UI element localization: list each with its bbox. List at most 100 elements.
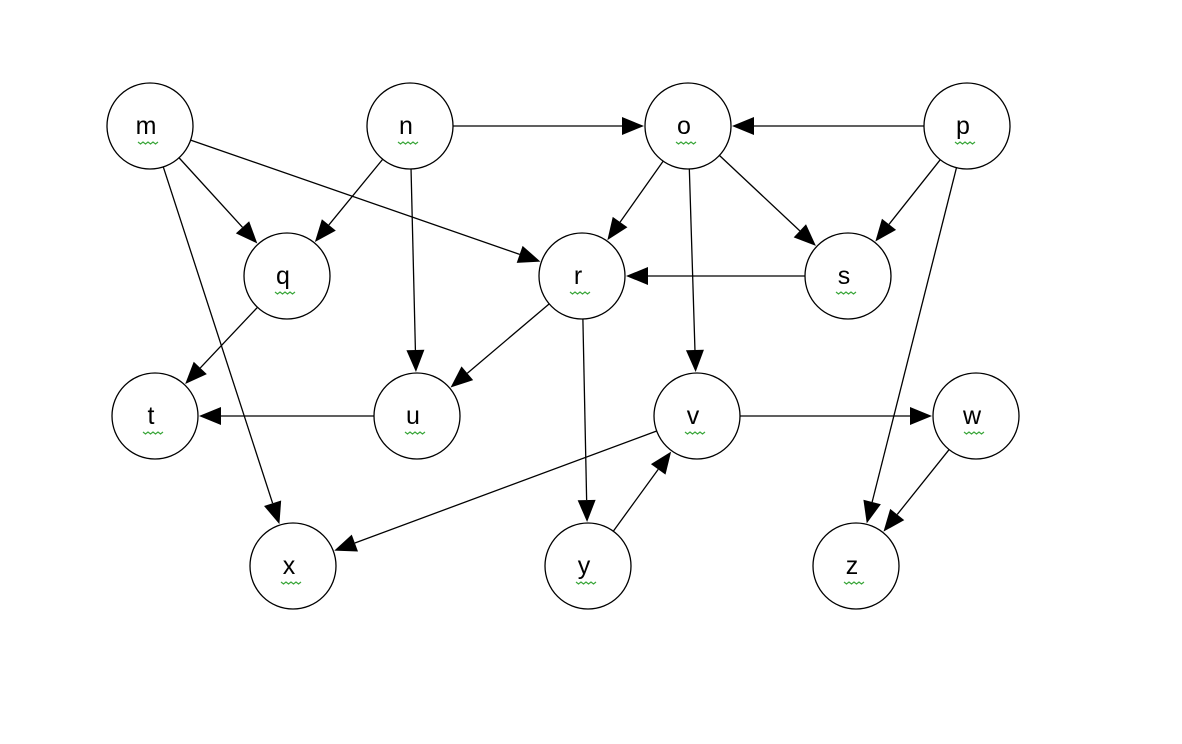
node-w: w — [932, 372, 1020, 460]
node-circle — [249, 522, 337, 610]
edge-line — [612, 469, 659, 532]
edge-o-r — [607, 160, 664, 241]
spellcheck-underline — [954, 141, 976, 145]
edge-s-r — [626, 267, 805, 285]
spellcheck-underline — [280, 581, 302, 585]
arrow-head — [622, 117, 644, 135]
node-m: m — [106, 82, 194, 170]
spellcheck-underline — [675, 141, 697, 145]
node-circle — [373, 372, 461, 460]
spellcheck-underline — [843, 581, 865, 585]
edge-w-z — [883, 449, 950, 532]
node-label: p — [956, 112, 970, 140]
node-circle — [644, 82, 732, 170]
edge-o-v — [685, 168, 704, 373]
node-p: p — [923, 82, 1011, 170]
node-circle — [923, 82, 1011, 170]
spellcheck-underline — [404, 431, 426, 435]
spellcheck-underline — [963, 431, 985, 435]
spellcheck-underline — [397, 141, 419, 145]
edge-n-o — [453, 117, 644, 135]
node-q: q — [243, 232, 331, 320]
edge-m-r — [190, 139, 541, 263]
node-u: u — [373, 372, 461, 460]
arrow-head — [516, 245, 541, 263]
edge-p-z — [863, 167, 958, 524]
arrow-head — [863, 499, 881, 524]
arrow-head — [235, 221, 258, 244]
edge-p-s — [875, 159, 941, 242]
edge-y-v — [612, 451, 672, 532]
arrow-head — [650, 451, 672, 475]
node-label: z — [846, 552, 859, 580]
node-label: v — [687, 402, 700, 430]
node-circle — [111, 372, 199, 460]
node-circle — [544, 522, 632, 610]
spellcheck-underline — [137, 141, 159, 145]
edge-layer — [162, 117, 958, 552]
edge-line — [199, 306, 258, 369]
node-label: y — [578, 552, 591, 580]
spellcheck-underline — [274, 291, 296, 295]
arrow-head — [910, 407, 932, 425]
arrow-head — [314, 219, 336, 242]
arrow-head — [264, 500, 282, 525]
node-label: s — [838, 262, 851, 290]
edge-line — [328, 158, 384, 226]
edge-m-x — [162, 166, 282, 525]
edge-line — [466, 303, 550, 374]
edge-q-t — [185, 306, 258, 384]
edge-o-s — [718, 154, 816, 246]
node-label: n — [399, 112, 413, 140]
node-o: o — [644, 82, 732, 170]
arrow-head — [875, 218, 897, 242]
edge-line — [871, 167, 958, 503]
edge-line — [354, 430, 657, 544]
node-label: w — [962, 402, 982, 430]
node-circle — [804, 232, 892, 320]
node-label: u — [406, 402, 420, 430]
node-label: t — [148, 402, 155, 430]
edge-r-y — [577, 318, 596, 523]
node-label: r — [574, 262, 582, 290]
edge-r-u — [450, 303, 550, 388]
edge-line — [718, 154, 801, 232]
edge-m-q — [178, 157, 258, 244]
edge-line — [162, 166, 274, 504]
node-v: v — [653, 372, 741, 460]
node-circle — [932, 372, 1020, 460]
spellcheck-underline — [835, 291, 857, 295]
edge-v-x — [334, 430, 657, 552]
arrow-head — [607, 216, 628, 241]
arrow-head — [406, 349, 425, 373]
arrow-head — [793, 224, 816, 246]
node-s: s — [804, 232, 892, 320]
arrow-head — [334, 534, 359, 552]
edge-n-u — [406, 168, 425, 373]
node-layer: m n o p q r s t u v w x y z — [106, 82, 1020, 610]
edge-line — [619, 160, 664, 223]
node-circle — [366, 82, 454, 170]
spellcheck-underline — [569, 291, 591, 295]
edge-line — [190, 139, 520, 255]
edge-line — [178, 157, 243, 228]
node-y: y — [544, 522, 632, 610]
node-circle — [653, 372, 741, 460]
spellcheck-underline — [142, 431, 164, 435]
spellcheck-underline — [684, 431, 706, 435]
spellcheck-underline — [575, 581, 597, 585]
arrow-head — [199, 407, 221, 425]
edge-n-q — [314, 158, 384, 242]
edge-line — [688, 168, 696, 351]
arrow-head — [883, 508, 905, 532]
node-label: o — [677, 112, 691, 140]
arrow-head — [450, 366, 474, 388]
node-circle — [538, 232, 626, 320]
edge-line — [582, 318, 588, 501]
node-label: m — [136, 112, 157, 140]
node-circle — [243, 232, 331, 320]
arrow-head — [732, 117, 754, 135]
node-x: x — [249, 522, 337, 610]
node-t: t — [111, 372, 199, 460]
